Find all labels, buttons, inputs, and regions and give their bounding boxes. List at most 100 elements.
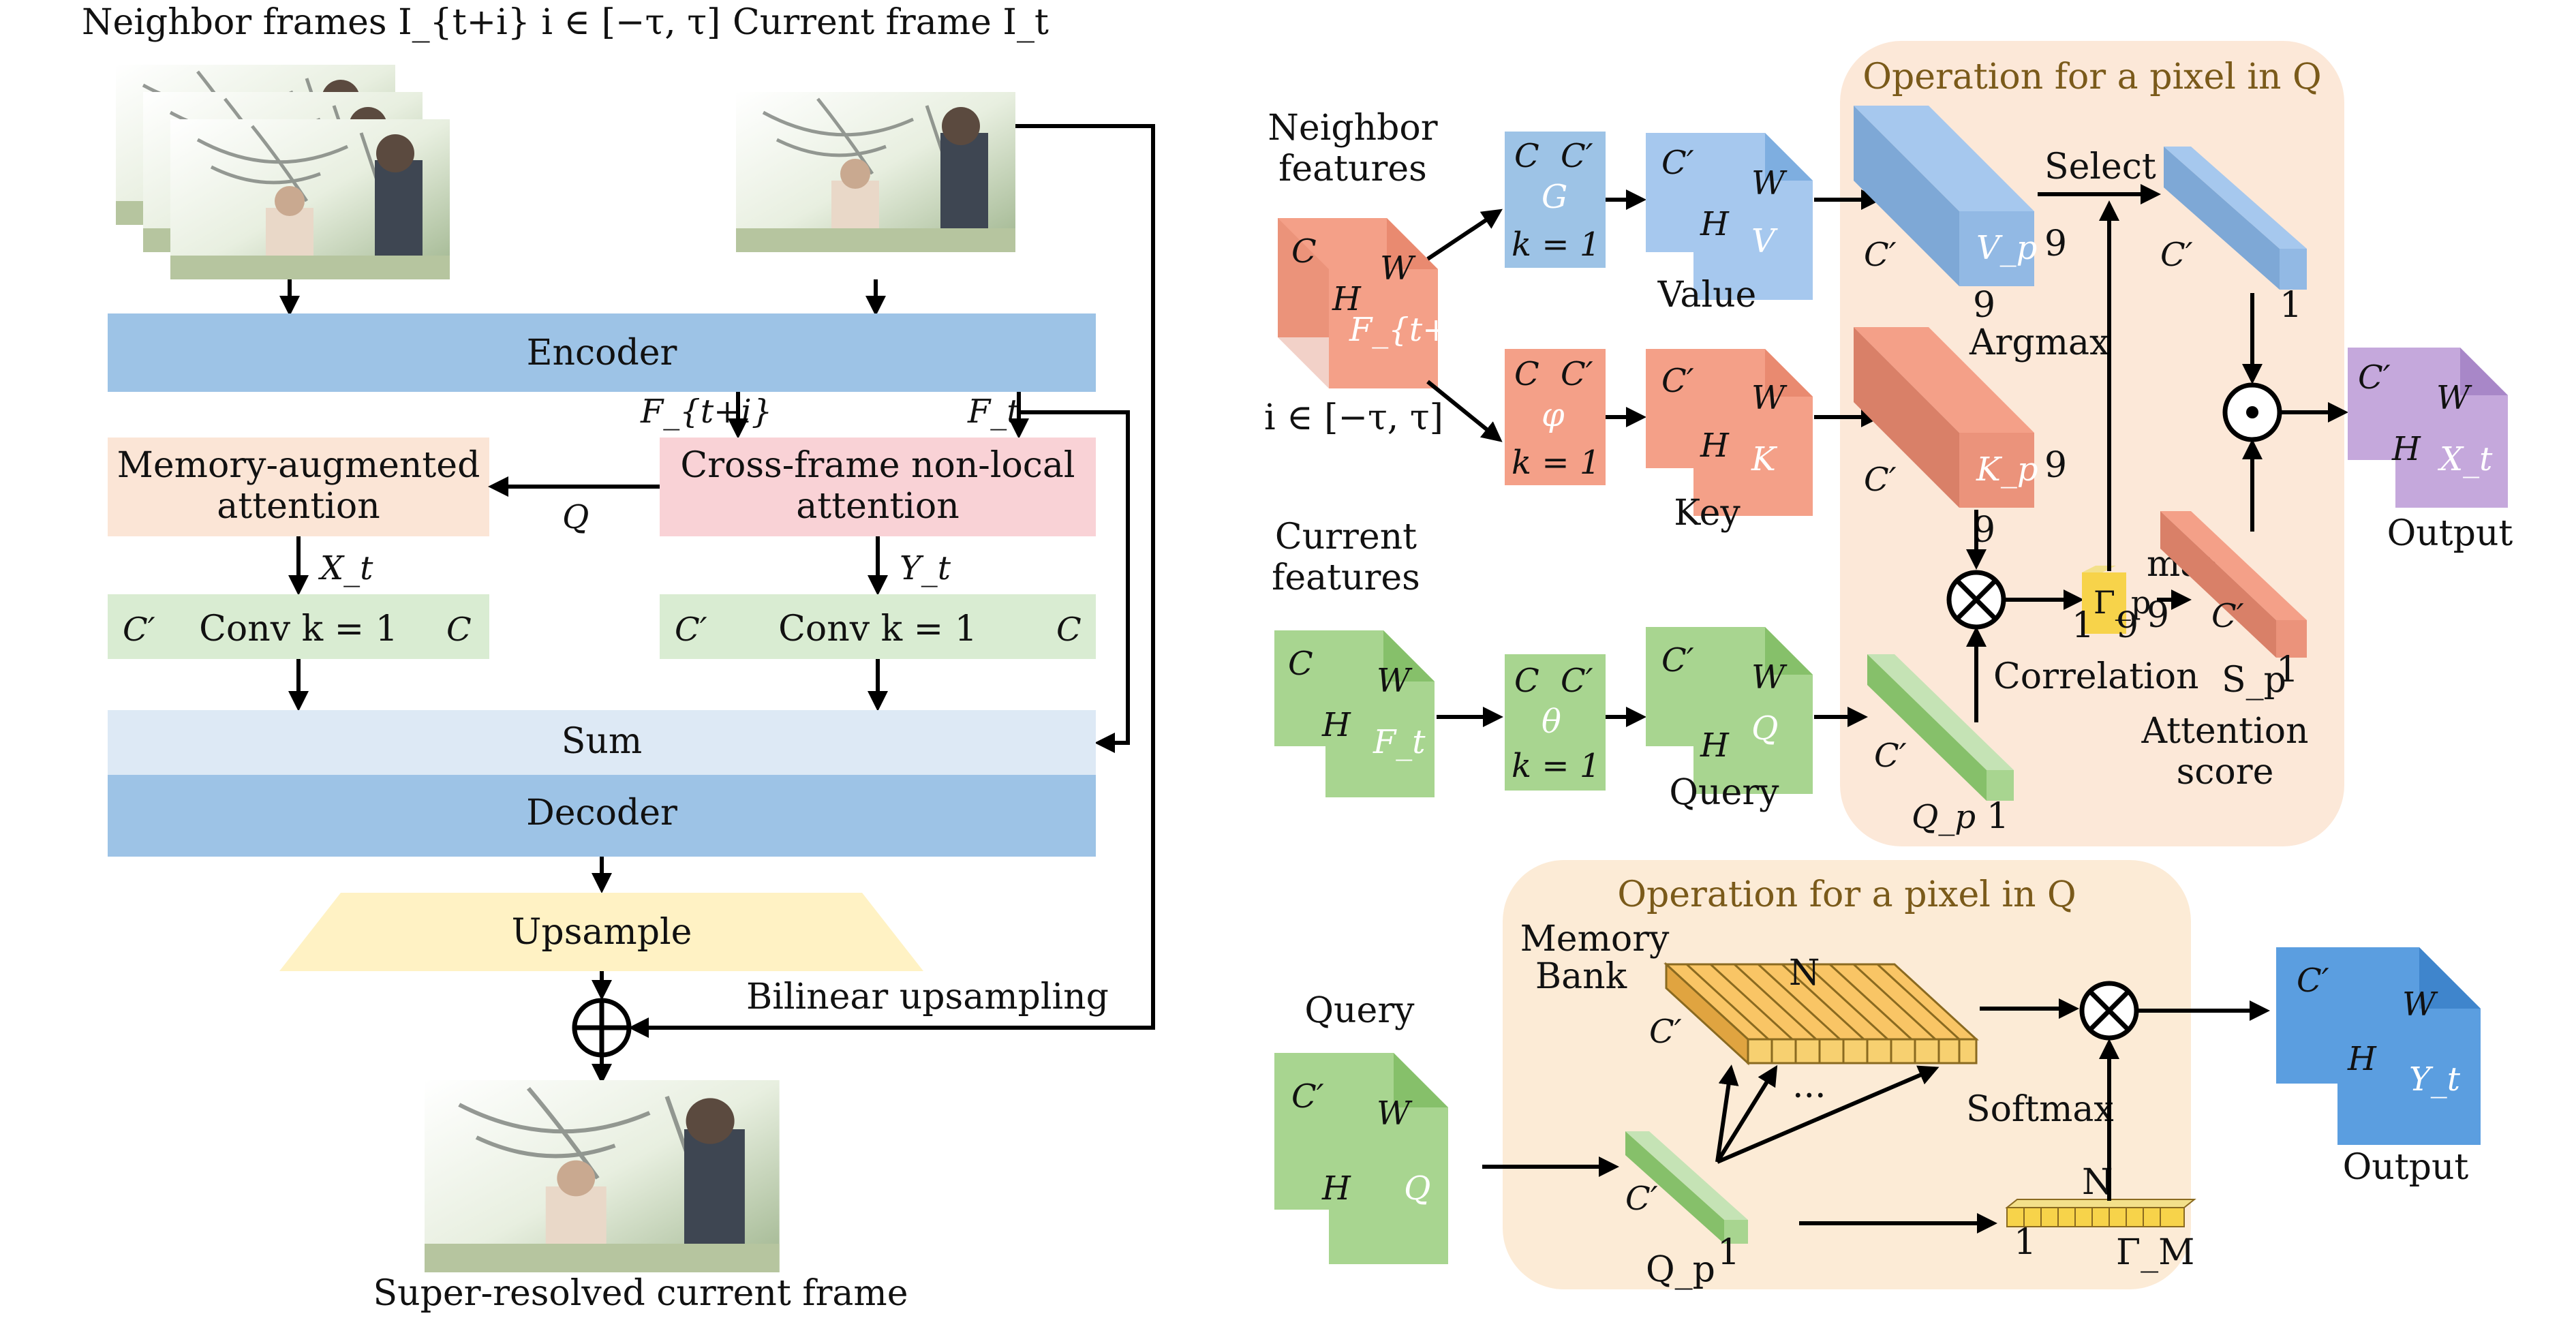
svg-text:C′: C′ — [1864, 236, 1897, 274]
f-ti-label: F_{t+i} — [640, 393, 772, 431]
memory-bank-block: N C′ ... — [1649, 953, 1979, 1106]
yt-output-cube: C′ W H Y_t — [2276, 947, 2481, 1145]
gamma-m-label: Γ_M — [2116, 1232, 2194, 1273]
correlation-label: Correlation — [1993, 656, 2199, 697]
conv-right-out: C — [1056, 611, 1082, 649]
svg-text:H: H — [1321, 1169, 1351, 1208]
value-cube: C′ W H V — [1646, 133, 1813, 300]
sum-label: Sum — [562, 721, 642, 762]
svg-text:C: C — [1514, 137, 1539, 175]
neighbor-feature-cube: C W H F_{t+i} — [1278, 218, 1481, 388]
vp-nine-right: 9 — [2044, 224, 2067, 264]
gamma-p-nine-a: 9 — [2116, 605, 2138, 646]
encoder-box — [108, 313, 1096, 392]
svg-text:C′: C′ — [1561, 355, 1593, 393]
svg-text:k = 1: k = 1 — [1512, 226, 1600, 264]
memory-bank-line2: Bank — [1535, 956, 1627, 997]
svg-text:k = 1: k = 1 — [1512, 747, 1600, 785]
cross-attention-line2: attention — [796, 486, 959, 527]
theta-conv: C C′ θ k = 1 — [1505, 654, 1606, 791]
current-frame-image — [736, 92, 1015, 252]
svg-text:C′: C′ — [2358, 358, 2391, 397]
select-label: Select — [2044, 147, 2156, 187]
output-frame-image — [425, 1080, 780, 1272]
current-features-line2: features — [1272, 557, 1420, 598]
gamma-p-one: 1 — [2072, 605, 2094, 646]
svg-text:W: W — [2402, 985, 2438, 1024]
v-label: V — [1751, 222, 1778, 260]
svg-text:W: W — [1377, 662, 1413, 700]
svg-text:C: C — [1514, 355, 1539, 393]
q-cube-label: Q — [1751, 709, 1778, 748]
query-label: Query — [1669, 772, 1779, 813]
bottom-query-label: Query — [1304, 990, 1415, 1031]
svg-text:W: W — [1751, 164, 1788, 202]
conv-right-text: Conv k = 1 — [778, 609, 977, 649]
svg-text:k = 1: k = 1 — [1512, 444, 1600, 482]
selected-v-one: 1 — [2280, 285, 2302, 326]
svg-text:W: W — [1751, 658, 1788, 696]
g-conv: C C′ G k = 1 — [1505, 132, 1606, 268]
qp-prism: C′ Q_p 1 — [1867, 654, 2014, 837]
memory-cp-label: C′ — [1649, 1013, 1682, 1051]
svg-text:W: W — [1380, 249, 1416, 288]
svg-text:C′: C′ — [1561, 137, 1593, 175]
conv-left-in: C′ — [123, 611, 155, 649]
bottom-output-label: Output — [2343, 1147, 2469, 1188]
cross-attention-box — [660, 438, 1096, 536]
argmax-label: Argmax — [1969, 322, 2109, 363]
add-node — [572, 998, 632, 1058]
svg-text:H: H — [2391, 430, 2421, 468]
svg-text:C′: C′ — [1625, 1180, 1658, 1218]
output-frame-label: Super-resolved current frame — [373, 1273, 908, 1314]
upsample-label: Upsample — [512, 912, 692, 953]
neighbor-features-line1: Neighbor — [1268, 108, 1437, 149]
qp-label: Q_p — [1912, 798, 1976, 836]
decoder-label: Decoder — [526, 793, 677, 833]
range-label: i ∈ [−τ, τ] — [1264, 397, 1443, 438]
non-local-attention-detail: Operation for a pixel in Q Neighbor feat… — [1264, 41, 2513, 846]
y-t-label: Y_t — [900, 549, 951, 587]
multiply-node-bottom — [2079, 981, 2139, 1041]
sp-one: 1 — [2276, 649, 2299, 690]
svg-text:C′: C′ — [1561, 662, 1593, 700]
bilinear-label: Bilinear upsampling — [746, 977, 1109, 1017]
svg-text:C′: C′ — [2297, 962, 2329, 1000]
top-output-label: Output — [2387, 513, 2513, 554]
operation-panel-top-title: Operation for a pixel in Q — [1862, 57, 2321, 97]
multiply-node-top — [1946, 570, 2006, 630]
svg-text:C′: C′ — [1874, 737, 1907, 775]
kp-nine-right: 9 — [2044, 445, 2067, 486]
svg-text:H: H — [2347, 1040, 2377, 1078]
xt-output-cube: C′ W H X_t — [2348, 348, 2508, 508]
sum-box — [108, 710, 1096, 775]
bottom-q-label: Q — [1404, 1169, 1430, 1208]
memory-attention-line2: attention — [217, 486, 380, 527]
hadamard-node — [2222, 382, 2282, 442]
svg-text:C′: C′ — [1864, 461, 1897, 499]
vp-prism: C′ V_p 9 9 — [1854, 106, 2067, 326]
sp-label: S_p — [2222, 660, 2286, 701]
svg-text:H: H — [1700, 427, 1730, 465]
qp-one: 1 — [1987, 796, 2009, 837]
bottom-qp-one: 1 — [1717, 1232, 1740, 1273]
q-label: Q — [562, 498, 589, 536]
upsample-box — [279, 893, 923, 971]
neighbor-cube-label: F_{t+i} — [1349, 311, 1481, 349]
neighbor-frame-stack — [116, 65, 450, 279]
vp-label: V_p — [1976, 229, 2037, 267]
neighbor-features-line2: features — [1278, 149, 1427, 189]
vp-nine-bottom: 9 — [1973, 285, 1995, 326]
key-label: Key — [1674, 493, 1741, 534]
memory-attention-detail: Operation for a pixel in Q Query C′ W H … — [1274, 860, 2481, 1290]
value-label: Value — [1657, 275, 1757, 316]
svg-text:C′: C′ — [1661, 641, 1694, 679]
f-t-label: F_t — [967, 393, 1020, 431]
svg-text:W: W — [1751, 379, 1788, 417]
current-frame-label: Current frame I_t — [733, 2, 1049, 43]
bottom-qp-prism: C′ 1 Q_p — [1625, 1131, 1748, 1290]
softmax-label: Softmax — [1966, 1089, 2114, 1130]
bottom-qp-label: Q_p — [1646, 1249, 1715, 1290]
key-cube: C′ W H K — [1646, 349, 1813, 516]
